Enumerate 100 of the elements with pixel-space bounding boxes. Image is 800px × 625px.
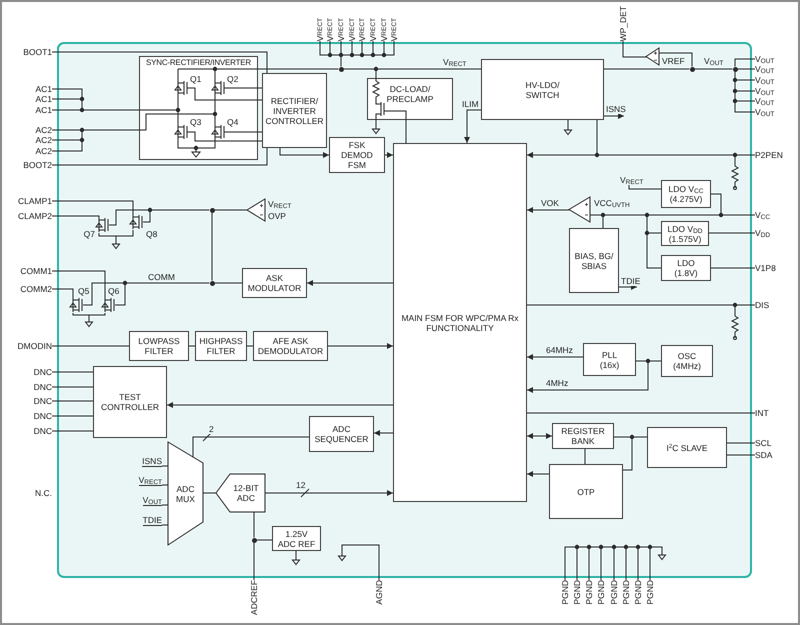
ground-symbol — [85, 318, 93, 327]
pin-label: V$_{OUT}$ — [755, 86, 774, 96]
wire — [52, 288, 74, 298]
signal-label: ISNS — [142, 456, 162, 467]
function-block: ASK MODULATOR — [242, 268, 307, 298]
pin-label: WP_DET — [618, 6, 628, 41]
pin-label: PGND — [596, 580, 606, 605]
pin-label: PGND — [645, 580, 655, 605]
function-block: AFE ASK DEMODULATOR — [253, 331, 328, 361]
multiplexer-block: ADC MUX — [168, 442, 203, 545]
arrow — [280, 148, 330, 158]
transistor-label: Q6 — [108, 286, 120, 296]
ground-symbol — [658, 551, 666, 560]
function-block: HV-LDO/ SWITCH — [481, 59, 604, 120]
wire — [162, 484, 168, 486]
function-block: TEST CONTROLLER — [93, 366, 167, 438]
ground-symbol — [112, 240, 120, 249]
arrow — [618, 284, 638, 290]
wire — [88, 312, 106, 318]
pin-label: DNC — [34, 396, 52, 406]
junction-dot — [210, 280, 214, 286]
resistor-symbol — [732, 163, 738, 191]
wire — [658, 52, 692, 67]
wire — [726, 454, 756, 456]
resistor-symbol — [732, 313, 738, 341]
wire — [162, 524, 168, 526]
adc-block: 12-BIT ADC — [216, 474, 265, 512]
pin-label: CLAMP1 — [18, 196, 52, 206]
pin-label: SCL — [755, 438, 772, 448]
pin-label: AC2 — [35, 135, 52, 145]
transistor-label: Q2 — [227, 74, 238, 84]
edge-label: 64MHz — [546, 345, 573, 355]
pin-label: SDA — [755, 450, 772, 460]
wire — [342, 544, 380, 580]
pin-label: COMM1 — [20, 266, 52, 276]
wire — [737, 68, 756, 70]
function-block: REGISTER BANK — [552, 423, 614, 449]
wire — [116, 230, 134, 240]
function-block: I$^{2}$C SLAVE — [647, 427, 727, 468]
pin-label: BOOT1 — [23, 47, 52, 57]
wire — [202, 492, 216, 494]
arrow — [384, 152, 394, 158]
signal-label: V$_{OUT}$ — [142, 495, 162, 506]
wire — [694, 68, 733, 70]
edge-label: VOK — [541, 198, 559, 208]
arrow — [526, 471, 550, 477]
arrow — [526, 433, 552, 439]
pin-label: V$_{CC}$ — [755, 210, 770, 220]
pin-label: PGND — [584, 580, 594, 605]
pin-label: PGND — [560, 580, 570, 605]
function-block: LOWPASS FILTER — [129, 331, 189, 361]
function-block: OTP — [549, 464, 623, 519]
pin-label: V$_{DD}$ — [755, 228, 770, 238]
wire — [734, 58, 756, 67]
comparator-symbol — [646, 48, 659, 65]
block-label: DC-LOAD/ PRECLAMP — [386, 84, 434, 104]
junction-dot — [252, 538, 256, 542]
ground-symbol — [564, 126, 572, 135]
pin-label: PGND — [609, 580, 619, 605]
edge-label: 2 — [209, 424, 214, 434]
comparator-symbol — [247, 199, 265, 221]
transistor-label: Q8 — [146, 229, 158, 239]
edge-label: ILIM — [462, 99, 479, 109]
transistor-label: Q1 — [190, 74, 202, 84]
transistor-label: Q3 — [190, 117, 202, 127]
transistor-label: Q4 — [227, 117, 238, 127]
junction-dot — [690, 66, 694, 72]
pin-label: V$_{OUT}$ — [755, 54, 774, 64]
arrow — [166, 402, 394, 408]
wire — [162, 504, 168, 506]
wire — [258, 140, 262, 142]
function-block: FSK DEMOD FSM — [329, 137, 385, 173]
pin-label: CLAMP2 — [18, 211, 52, 221]
pin-label: PGND — [621, 580, 631, 605]
pin-label: COMM2 — [20, 284, 52, 294]
arrow — [526, 120, 598, 158]
wire — [52, 200, 134, 216]
junction-dot — [732, 66, 738, 72]
pin-label: PGND — [572, 580, 582, 605]
pin-label: ADCREF — [249, 580, 259, 615]
pin-label: AGND — [374, 580, 384, 605]
pin-label: AC1 — [35, 105, 52, 115]
arrow — [464, 110, 482, 144]
pin-label: AC2 — [35, 146, 52, 156]
signal-label: V$_{RECT}$ — [620, 175, 644, 185]
wire — [604, 68, 690, 70]
junction-dot — [210, 208, 214, 212]
block-title: SYNC-RECTIFIER/INVERTER — [146, 58, 252, 68]
edge-label: V$_{RECT}$ — [443, 57, 466, 67]
pin-label: DNC — [34, 382, 52, 392]
function-block: OSC (4MHz) — [661, 345, 713, 377]
arrow — [604, 113, 624, 119]
function-block: LDO V$_{CC}$ (4.275V) — [661, 180, 711, 208]
wire — [52, 148, 268, 166]
pin-label: N.C. — [35, 488, 52, 498]
pin-label: BOOT2 — [23, 160, 52, 170]
pin-label: V$_{OUT}$ — [755, 75, 774, 85]
pin-label: V1P8 — [755, 263, 776, 273]
comparator-input-label: VREF — [662, 56, 685, 66]
wire — [192, 436, 310, 458]
